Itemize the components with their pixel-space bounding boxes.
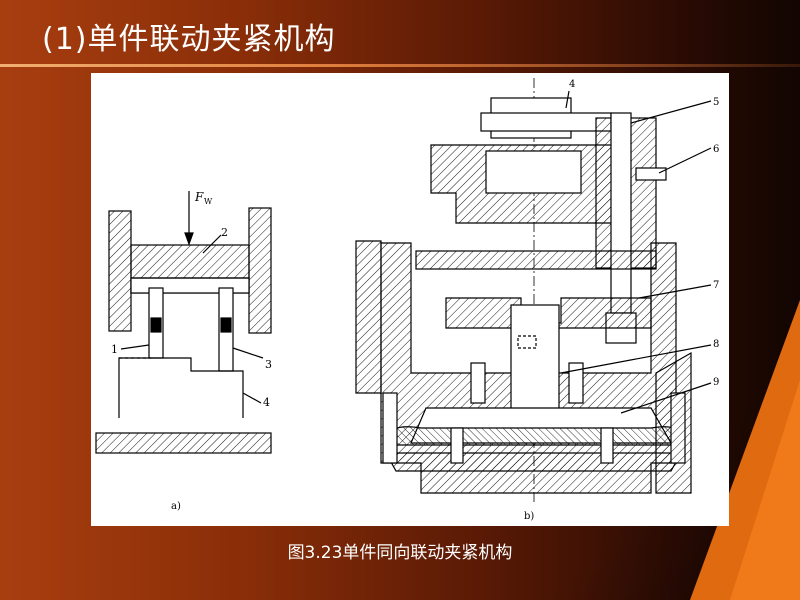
view-b <box>355 78 712 503</box>
title-divider <box>0 64 800 67</box>
part-label-1: 1 <box>111 343 118 356</box>
technical-drawing: F W 1 2 3 4 a) <box>91 73 729 526</box>
part-label-3: 3 <box>265 358 272 371</box>
view-a <box>95 191 272 454</box>
slide-title: (1)单件联动夹紧机构 <box>42 22 336 57</box>
figure-caption: 图3.23单件同向联动夹紧机构 <box>287 543 513 563</box>
part-label-6: 6 <box>713 144 719 155</box>
sub-label-a: a) <box>171 501 181 512</box>
decorative-wedge-inner <box>730 380 800 600</box>
part-label-b4: 4 <box>569 79 575 90</box>
sub-label-b: b) <box>524 511 534 522</box>
force-label: F <box>194 190 204 204</box>
part-label-9: 9 <box>713 377 719 388</box>
force-subscript: W <box>204 197 213 206</box>
part-label-4: 4 <box>263 396 270 409</box>
part-label-2: 2 <box>221 226 228 239</box>
part-label-7: 7 <box>713 280 719 291</box>
part-label-5: 5 <box>713 97 719 108</box>
part-label-8: 8 <box>713 339 719 350</box>
